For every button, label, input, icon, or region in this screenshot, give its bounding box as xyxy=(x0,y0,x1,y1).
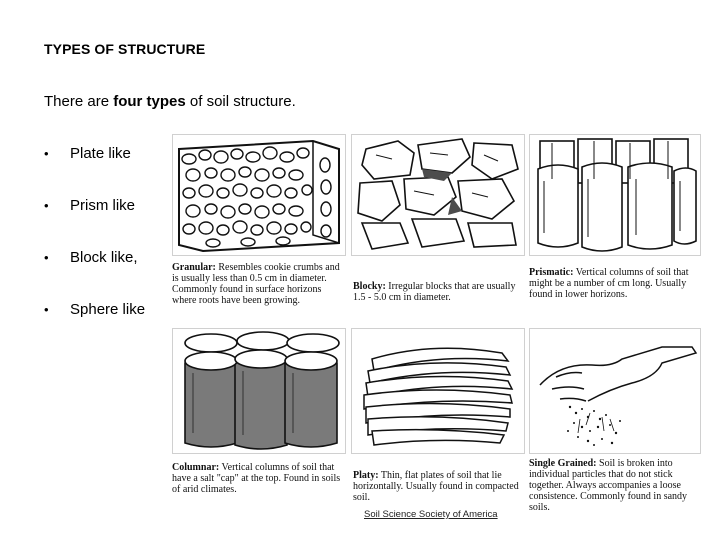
blocky-drawing xyxy=(357,138,519,250)
bullet-marker: • xyxy=(44,250,49,265)
columnar-caption: Columnar: Vertical columns of soil that … xyxy=(172,462,344,495)
blocky-illustration xyxy=(351,134,525,256)
prismatic-description: Vertical columns of soil that might be a… xyxy=(529,267,689,300)
granular-description: Resembles cookie crumbs and is usually l… xyxy=(172,262,340,306)
platy-drawing xyxy=(363,347,514,446)
prismatic-caption: Prismatic: Vertical columns of soil that… xyxy=(529,267,699,300)
platy-term: Platy: xyxy=(353,470,379,481)
bullet-marker: • xyxy=(44,302,49,317)
figure-credit: Soil Science Society of America xyxy=(364,509,498,520)
granular-term: Granular: xyxy=(172,262,216,273)
single-grained-caption: Single Grained: Soil is broken into indi… xyxy=(529,458,699,513)
columnar-drawing xyxy=(184,331,340,450)
intro-after: of soil structure. xyxy=(185,93,296,110)
bullet-marker: • xyxy=(44,146,49,161)
prismatic-term: Prismatic: xyxy=(529,267,574,278)
soil-structure-figure: Granular: Resembles cookie crumbs and is… xyxy=(167,132,701,521)
list-item-label: Sphere like xyxy=(70,301,146,318)
single-grained-description: Soil is broken into individual particles… xyxy=(529,458,688,513)
page-title: TYPES OF STRUCTURE xyxy=(44,41,206,57)
platy-illustration xyxy=(351,328,525,454)
intro-before: There are xyxy=(44,93,114,110)
single-grained-term: Single Grained: xyxy=(529,458,597,469)
blocky-description: Irregular blocks that are usually 1.5 - … xyxy=(353,281,516,303)
intro-text: There are four types of soil structure. xyxy=(44,93,296,110)
list-item-label: Block like, xyxy=(70,249,138,266)
list-item-label: Plate like xyxy=(70,145,131,162)
intro-bold: four types xyxy=(113,93,186,110)
columnar-description: Vertical columns of soil that have a sal… xyxy=(172,462,341,495)
single-grained-illustration xyxy=(529,328,701,454)
platy-caption: Platy: Thin, flat plates of soil that li… xyxy=(353,470,525,503)
single-grained-drawing xyxy=(539,346,698,446)
columnar-illustration xyxy=(172,328,346,454)
blocky-term: Blocky: xyxy=(353,281,386,292)
prismatic-drawing xyxy=(537,138,697,252)
granular-drawing xyxy=(178,139,340,253)
granular-illustration xyxy=(172,134,346,256)
granular-caption: Granular: Resembles cookie crumbs and is… xyxy=(172,262,348,306)
platy-description: Thin, flat plates of soil that lie horiz… xyxy=(353,470,519,503)
blocky-caption: Blocky: Irregular blocks that are usuall… xyxy=(353,281,525,303)
prismatic-illustration xyxy=(529,134,701,256)
columnar-term: Columnar: xyxy=(172,462,220,473)
bullet-marker: • xyxy=(44,198,49,213)
list-item-label: Prism like xyxy=(70,197,136,214)
